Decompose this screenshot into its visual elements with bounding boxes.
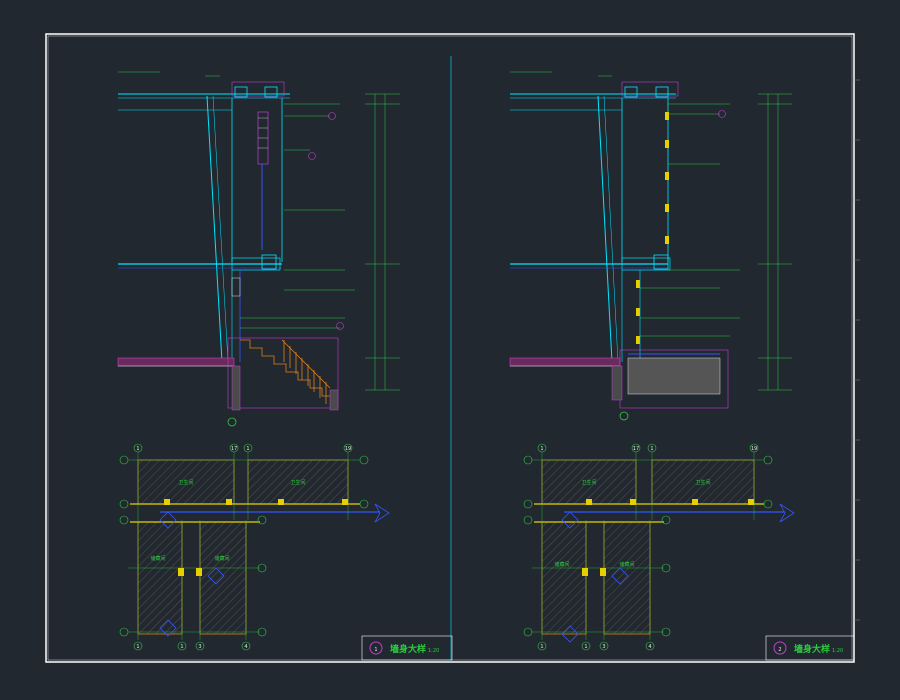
axis-bottom-1: 1 xyxy=(136,644,139,650)
axis-top-1: 1 xyxy=(136,446,139,452)
room-label: 卫生间 xyxy=(695,479,710,486)
axis-bottom-4: 4 xyxy=(244,644,247,650)
room-label: 卫生间 xyxy=(581,479,596,486)
axis-top-2: 17 xyxy=(231,446,237,452)
detail-title-block-1: 1 墙身大样 1:20 xyxy=(361,635,453,661)
axis-top-1: 1 xyxy=(540,446,543,452)
axis-top-4: 19 xyxy=(751,446,757,452)
axis-bubbles-plan-2 xyxy=(523,443,773,651)
axis-bottom-3: 3 xyxy=(602,644,605,650)
key-plan-2 xyxy=(532,452,795,643)
axis-bottom-1: 1 xyxy=(540,644,543,650)
room-label: 储藏间 xyxy=(214,555,229,562)
axis-bottom-4: 4 xyxy=(648,644,651,650)
key-plan-1 xyxy=(128,452,390,640)
room-label: 卫生间 xyxy=(178,479,193,486)
axis-top-3: 1 xyxy=(650,446,653,452)
axis-bubbles-plan-1 xyxy=(119,443,369,651)
detail-number-2: 2 xyxy=(778,647,781,653)
detail-title-block-2: 2 墙身大样 1:20 xyxy=(765,635,855,661)
room-labels-plan-2: 卫生间 卫生间 储藏间 储藏间 xyxy=(554,479,710,568)
axis-bottom-2: 1 xyxy=(584,644,587,650)
axis-bottom-2: 1 xyxy=(180,644,183,650)
axis-top-4: 19 xyxy=(345,446,351,452)
wall-section-detail-1 xyxy=(117,71,400,427)
detail-title-1: 墙身大样 xyxy=(390,643,426,655)
axis-labels-plan-2: 1 17 1 19 1 1 3 4 xyxy=(540,446,757,650)
title-strip-ticks xyxy=(854,79,860,621)
room-labels-plan-1: 卫生间 卫生间 储藏间 储藏间 xyxy=(150,479,305,562)
room-label: 储藏间 xyxy=(619,561,634,568)
room-label: 卫生间 xyxy=(290,479,305,486)
detail-scale-2: 1:20 xyxy=(832,648,843,654)
detail-number-1: 1 xyxy=(374,647,377,653)
axis-top-2: 17 xyxy=(633,446,639,452)
detail-scale-1: 1:20 xyxy=(428,648,439,654)
detail-title-2: 墙身大样 xyxy=(794,643,830,655)
axis-labels-plan-1: 1 17 1 19 1 1 3 4 xyxy=(136,446,351,650)
wall-section-detail-2 xyxy=(509,71,792,421)
room-label: 储藏间 xyxy=(554,561,569,568)
room-label: 储藏间 xyxy=(150,555,165,562)
axis-bottom-3: 3 xyxy=(198,644,201,650)
axis-top-3: 1 xyxy=(246,446,249,452)
